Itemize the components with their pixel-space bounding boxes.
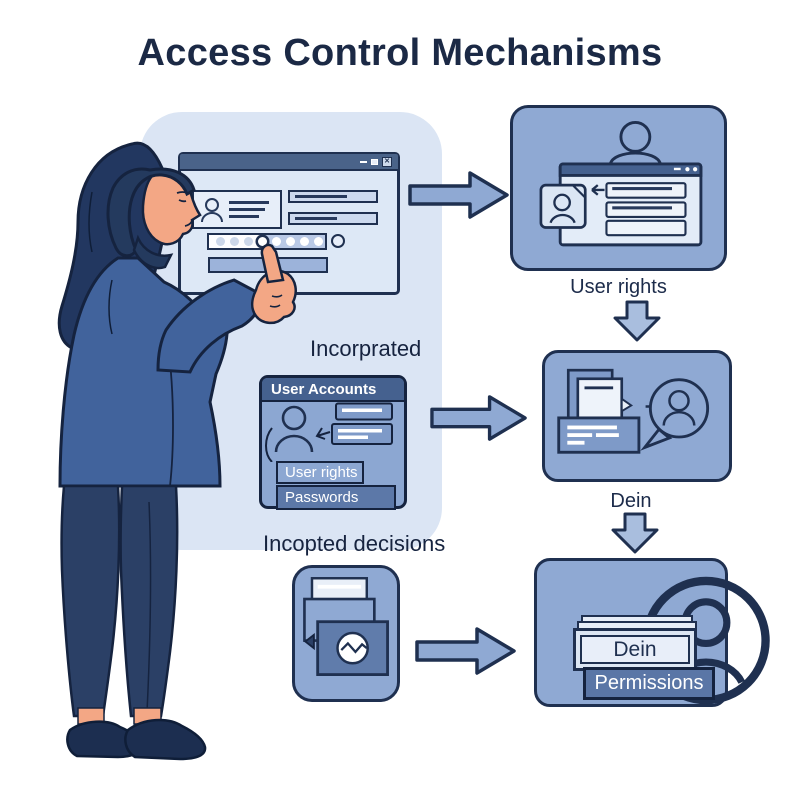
document-review-illustration	[557, 368, 710, 454]
flow-label-user-rights: User rights	[570, 276, 667, 298]
document-review-box	[542, 350, 732, 482]
documents-tray-icon	[557, 368, 641, 454]
second-field	[288, 212, 378, 225]
user-icon	[274, 405, 314, 453]
folders-illustration	[303, 577, 389, 676]
window-icon	[558, 162, 703, 247]
account-user-illustration	[265, 402, 393, 462]
pants-back-leg	[60, 484, 121, 718]
jacket-seam	[169, 361, 174, 487]
flow-label-dein: Dein	[610, 490, 652, 512]
window-titlebar: ✕	[180, 154, 398, 171]
arrow-left-icon	[315, 427, 331, 440]
user-accounts-box: User Accounts User rights Passwords	[259, 375, 407, 510]
curve-line	[265, 427, 273, 462]
arrow-right-1	[408, 170, 510, 220]
dein-card: Dein	[573, 628, 697, 671]
hijab-fold	[88, 191, 93, 253]
arrow-left-icon	[591, 184, 605, 196]
username-field	[288, 190, 378, 203]
shoe-front	[124, 718, 207, 761]
permissions-bar: Permissions	[583, 667, 715, 700]
arrow-down-1	[613, 300, 661, 342]
user-record-box	[510, 105, 727, 271]
pants-crease	[146, 501, 152, 713]
page-title: Access Control Mechanisms	[137, 32, 663, 74]
index-finger	[260, 243, 285, 284]
passwords-bar: Passwords	[276, 485, 396, 510]
radio-circle	[331, 234, 345, 248]
caption-incopted-decisions: Incopted decisions	[263, 531, 446, 556]
caption-incorprated: Incorprated	[310, 336, 422, 361]
hijab-fold	[108, 279, 113, 335]
woman-illustration	[57, 141, 297, 761]
knuckles	[269, 294, 283, 308]
stacked-documents-icon	[303, 577, 389, 676]
user-speech-bubble-icon	[640, 378, 710, 451]
arrow-down-2	[611, 512, 659, 554]
maximize-icon	[371, 158, 378, 165]
minimize-icon	[360, 160, 367, 163]
hijab-chin-wrap	[132, 234, 174, 270]
user-document-icon	[539, 183, 587, 229]
user-accounts-header: User Accounts	[262, 378, 404, 402]
user-rights-bar: User rights	[276, 461, 364, 484]
close-icon: ✕	[382, 156, 392, 167]
smile	[184, 220, 193, 227]
permissions-box: Dein Permissions	[534, 558, 770, 707]
arm-sleeve	[156, 278, 266, 374]
hijab-band	[106, 167, 196, 258]
user-record-illustration	[539, 121, 703, 247]
touched-dot	[258, 237, 267, 246]
eye	[178, 199, 187, 203]
user-icon	[608, 121, 662, 165]
profile-text-lines	[229, 201, 269, 218]
arrow-right-3	[415, 626, 517, 676]
avatar-icon	[201, 197, 223, 222]
folders-box	[292, 565, 400, 702]
dein-card-label: Dein	[580, 635, 690, 664]
field-chip-icon	[331, 402, 393, 445]
arrow-right-2	[426, 394, 532, 442]
